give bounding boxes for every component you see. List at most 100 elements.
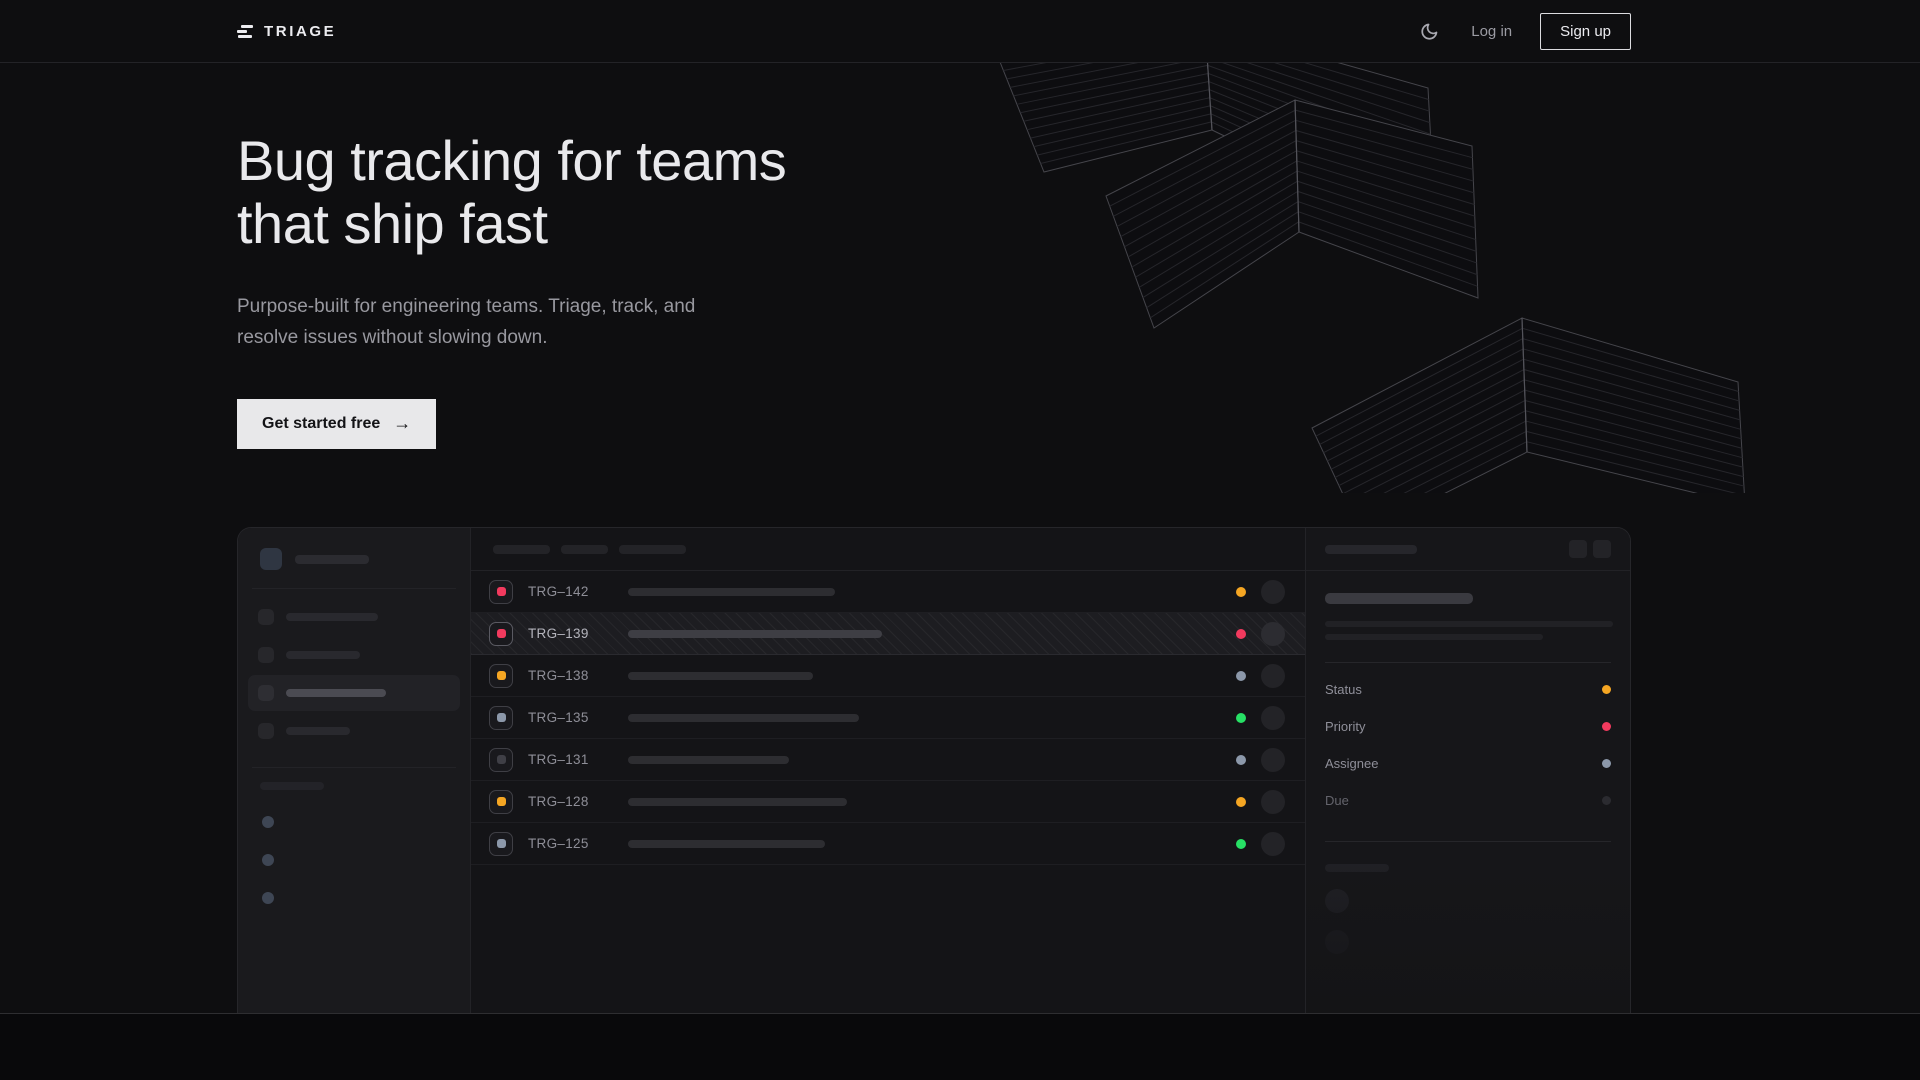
issue-status-dot xyxy=(1236,712,1246,723)
sidebar-item-skeleton xyxy=(248,713,460,749)
sidebar-item-skeleton xyxy=(248,637,460,673)
divider xyxy=(252,588,456,589)
sidebar-item-icon xyxy=(258,647,274,663)
issue-status-dot xyxy=(1236,796,1246,807)
divider xyxy=(1325,662,1611,663)
workspace-switcher-skeleton xyxy=(260,548,450,570)
hero-title-line2: that ship fast xyxy=(237,192,548,255)
divider xyxy=(1325,841,1611,842)
field-value-dot xyxy=(1602,759,1611,768)
issue-avatar xyxy=(1261,831,1285,856)
tab-skeleton xyxy=(561,544,608,554)
issue-avatar xyxy=(1261,621,1285,646)
issue-type-icon xyxy=(489,663,513,688)
detail-field-row: Due xyxy=(1325,782,1611,819)
get-started-label: Get started free xyxy=(262,415,381,432)
workspace-avatar xyxy=(260,548,282,570)
issue-title-skeleton xyxy=(628,713,859,722)
issue-status-dot xyxy=(1236,670,1246,681)
issue-type-icon xyxy=(489,705,513,730)
issue-type-icon xyxy=(489,621,513,646)
brand-name: TRIAGE xyxy=(264,22,337,40)
issue-row: TRG–131 xyxy=(471,739,1305,781)
issue-status-dot xyxy=(1236,838,1246,849)
sidebar-item-icon xyxy=(258,609,274,625)
issue-id: TRG–125 xyxy=(528,836,589,851)
issue-title-skeleton xyxy=(628,671,813,680)
issue-type-icon xyxy=(489,831,513,856)
issue-avatar xyxy=(1261,789,1285,814)
issue-avatar xyxy=(1261,579,1285,604)
detail-field-row: Assignee xyxy=(1325,745,1611,782)
arrow-right-icon: → xyxy=(393,412,412,433)
divider xyxy=(252,767,456,768)
preview-sidebar xyxy=(238,528,471,1013)
sidebar-item-label-skeleton xyxy=(286,613,378,621)
issue-id: TRG–131 xyxy=(528,752,589,767)
sidebar-item-label-skeleton xyxy=(286,727,350,735)
field-value-dot xyxy=(1602,796,1611,805)
detail-action-skeleton xyxy=(1569,540,1587,558)
issue-id: TRG–138 xyxy=(528,668,589,683)
comment-avatar-skeleton xyxy=(1325,889,1349,913)
field-label: Due xyxy=(1325,793,1349,808)
detail-text-skeleton xyxy=(1325,634,1543,640)
issue-title-skeleton xyxy=(628,629,882,638)
sidebar-item-skeleton xyxy=(248,599,460,635)
top-nav: TRIAGE Log in Sign up xyxy=(0,0,1920,63)
sidebar-nav-skeleton xyxy=(238,599,470,749)
detail-action-skeleton xyxy=(1593,540,1611,558)
member-dot xyxy=(262,892,274,904)
issue-id: TRG–139 xyxy=(528,626,589,641)
sidebar-item-icon xyxy=(258,685,274,701)
sidebar-item-label-skeleton xyxy=(286,689,386,697)
comments-label-skeleton xyxy=(1325,864,1389,872)
issue-row: TRG–128 xyxy=(471,781,1305,823)
workspace-name-skeleton xyxy=(295,554,369,564)
hero-title-line1: Bug tracking for teams xyxy=(237,129,787,192)
theme-toggle-button[interactable] xyxy=(1416,18,1443,45)
issue-title-skeleton xyxy=(628,755,789,764)
section-label-skeleton xyxy=(260,782,324,790)
issue-title-skeleton xyxy=(628,587,835,596)
issue-row: TRG–135 xyxy=(471,697,1305,739)
issue-title-skeleton xyxy=(628,839,825,848)
sidebar-item-skeleton-active xyxy=(248,675,460,711)
issue-id: TRG–135 xyxy=(528,710,589,725)
nav-actions: Log in Sign up xyxy=(1416,12,1631,50)
detail-text-skeleton xyxy=(1325,621,1613,627)
sidebar-item-icon xyxy=(258,723,274,739)
triage-logo-icon xyxy=(237,24,253,38)
field-label: Status xyxy=(1325,682,1362,697)
issue-row: TRG–125 xyxy=(471,823,1305,865)
member-dot xyxy=(262,854,274,866)
detail-header-skeleton xyxy=(1306,528,1630,571)
issue-status-dot xyxy=(1236,586,1246,597)
issue-row: TRG–138 xyxy=(471,655,1305,697)
sidebar-item-label-skeleton xyxy=(286,651,360,659)
get-started-button[interactable]: Get started free → xyxy=(237,399,437,449)
issue-id: TRG–142 xyxy=(528,584,589,599)
issue-avatar xyxy=(1261,663,1285,688)
tab-skeleton xyxy=(619,544,686,554)
member-dot xyxy=(262,816,274,828)
detail-field-row: Status xyxy=(1325,671,1611,708)
brand: TRIAGE xyxy=(237,23,336,40)
signup-button[interactable]: Sign up xyxy=(1540,12,1631,50)
login-link[interactable]: Log in xyxy=(1471,22,1513,40)
field-value-dot xyxy=(1602,685,1611,694)
issue-avatar xyxy=(1261,747,1285,772)
issue-status-dot xyxy=(1236,754,1246,765)
field-label: Priority xyxy=(1325,719,1366,734)
issue-id: TRG–128 xyxy=(528,794,589,809)
issue-row: TRG–142 xyxy=(471,571,1305,613)
list-header-skeleton xyxy=(471,528,1305,571)
comment-avatar-skeleton xyxy=(1325,930,1349,954)
issue-row: TRG–139 xyxy=(471,613,1305,655)
issue-avatar xyxy=(1261,705,1285,730)
